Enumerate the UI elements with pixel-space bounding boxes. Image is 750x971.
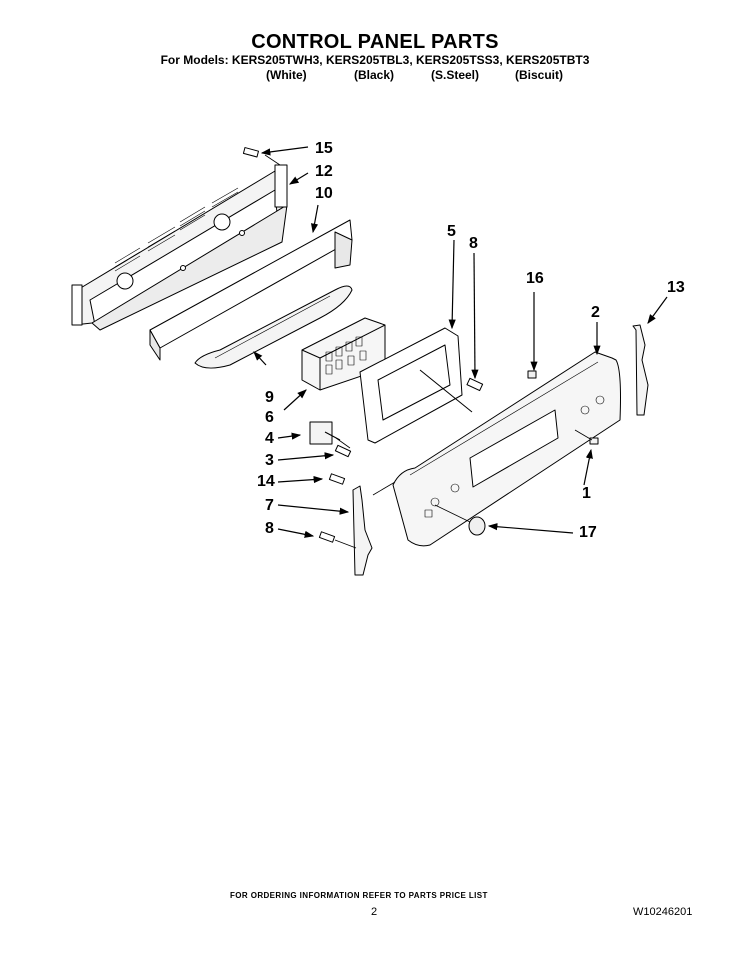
callout-12: 12 (315, 163, 333, 180)
part-9-trim-cap (194, 285, 353, 369)
part-10-trim (149, 219, 353, 361)
part-5-display-bracket (359, 327, 473, 444)
part-17-knob (468, 516, 486, 536)
callout-1: 1 (582, 485, 591, 502)
part-1-screw (589, 437, 599, 445)
page-title: CONTROL PANEL PARTS (251, 31, 499, 53)
part-4-switch (309, 421, 341, 445)
callout-9: 9 (265, 389, 274, 406)
callout-13: 13 (667, 279, 685, 296)
part-8-screw-upper (466, 377, 484, 392)
part-7-left-endcap (352, 485, 373, 576)
callout-2: 2 (591, 304, 600, 321)
part-3-screw (334, 444, 352, 458)
models-line: For Models: KERS205TWH3, KERS205TBL3, KE… (160, 53, 590, 67)
color-ssteel: (S.Steel) (431, 68, 480, 82)
part-15-screw (242, 147, 260, 158)
callout-3: 3 (265, 452, 274, 469)
part-16-clip (527, 370, 537, 379)
part-13-right-endcap (632, 324, 649, 416)
part-12-bracket (71, 164, 288, 331)
color-white: (White) (266, 68, 307, 82)
callout-6: 6 (265, 409, 274, 426)
ordering-note: FOR ORDERING INFORMATION REFER TO PARTS … (230, 891, 488, 900)
callout-4: 4 (265, 430, 274, 447)
part-2-console-panel (392, 351, 621, 547)
color-black: (Black) (354, 68, 395, 82)
color-biscuit: (Biscuit) (515, 68, 563, 82)
document-id: W10246201 (633, 906, 693, 918)
callout-5: 5 (447, 223, 456, 240)
part-8-screw-lower (318, 531, 336, 543)
callout-17: 17 (579, 524, 597, 541)
callout-8-upper: 8 (469, 235, 478, 252)
callout-15: 15 (315, 140, 333, 157)
page-number: 2 (371, 906, 378, 918)
part-14-screw (328, 473, 346, 485)
callout-16: 16 (526, 270, 544, 287)
callout-8-lower: 8 (265, 520, 274, 537)
callout-10: 10 (315, 185, 333, 202)
callout-14: 14 (257, 473, 275, 490)
callout-7: 7 (265, 497, 274, 514)
